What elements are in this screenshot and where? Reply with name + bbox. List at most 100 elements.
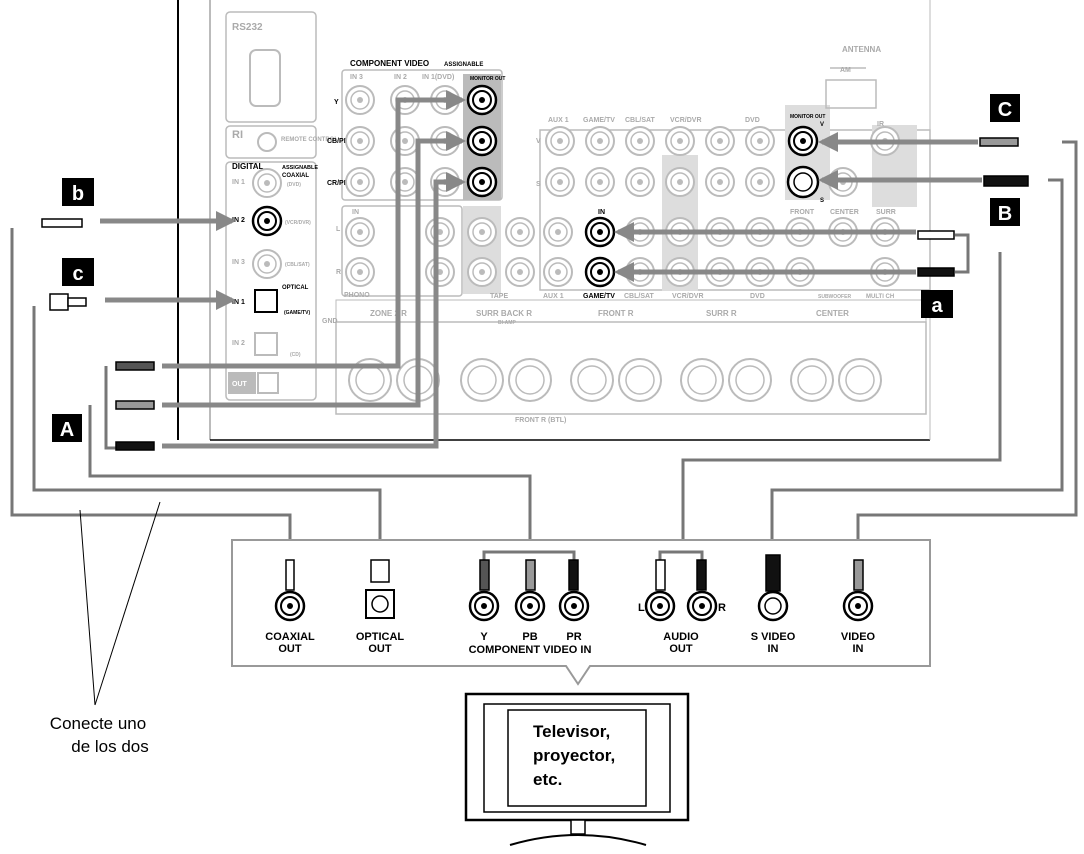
svg-text:ASSIGNABLE: ASSIGNABLE [282, 165, 318, 171]
svg-text:IN 3: IN 3 [232, 259, 245, 266]
receiver-labels: RS232 RI REMOTE CONTROL DIGITAL ASSIGNAB… [232, 22, 896, 424]
svg-text:SURR: SURR [876, 209, 896, 216]
svg-text:AM: AM [840, 67, 851, 74]
svg-text:B: B [998, 203, 1012, 225]
svg-text:(GAME/TV): (GAME/TV) [284, 310, 310, 316]
svg-text:COMPONENT VIDEO: COMPONENT VIDEO [350, 59, 429, 68]
svg-text:DVD: DVD [745, 117, 760, 124]
svg-text:IN: IN [853, 643, 864, 655]
svg-text:IR: IR [877, 121, 884, 128]
svg-text:AUX 1: AUX 1 [543, 293, 564, 300]
svg-text:ANTENNA: ANTENNA [842, 45, 881, 54]
svg-text:IN 1: IN 1 [232, 299, 245, 306]
svg-text:c: c [72, 263, 83, 285]
svg-text:VCR/DVR: VCR/DVR [670, 117, 702, 124]
svg-text:PHONO: PHONO [344, 292, 370, 299]
signal-arrows [100, 90, 982, 449]
svg-text:RS232: RS232 [232, 22, 263, 33]
marker-A: A [52, 414, 82, 442]
svg-text:MULTI CH: MULTI CH [866, 294, 894, 300]
svg-text:PB: PB [522, 631, 537, 643]
svg-text:b: b [72, 183, 84, 205]
svg-text:OUT: OUT [232, 381, 248, 388]
tv-connection-panel: COAXIAL OUT OPTICAL OUT Y PB PR COMPONEN… [231, 539, 931, 686]
svg-text:FRONT: FRONT [790, 209, 815, 216]
svg-text:COAXIAL: COAXIAL [282, 173, 309, 179]
cable-plugs [41, 137, 1029, 451]
svg-text:DIGITAL: DIGITAL [232, 162, 264, 171]
svg-text:PR: PR [566, 631, 581, 643]
svg-text:OPTICAL: OPTICAL [356, 631, 405, 643]
svg-text:OUT: OUT [278, 643, 302, 655]
svg-text:Conecte uno: Conecte uno [50, 714, 146, 733]
svg-text:REMOTE CONTROL: REMOTE CONTROL [281, 137, 338, 143]
svg-text:CENTER: CENTER [816, 309, 849, 318]
svg-text:IN: IN [352, 209, 359, 216]
svg-text:IN 2: IN 2 [232, 340, 245, 347]
svg-text:Televisor,: Televisor, [533, 722, 610, 741]
svg-text:VCR/DVR: VCR/DVR [672, 293, 704, 300]
note-text: Conecte uno de los dos [50, 714, 149, 756]
svg-text:R: R [336, 269, 341, 276]
svg-text:BI-AMP: BI-AMP [498, 320, 516, 326]
svg-text:de los dos: de los dos [71, 737, 149, 756]
cables [10, 140, 1078, 560]
svg-text:CBL/SAT: CBL/SAT [625, 117, 656, 124]
svg-text:a: a [931, 295, 943, 317]
svg-text:(DVD): (DVD) [287, 182, 301, 188]
svg-text:Y: Y [334, 99, 339, 106]
svg-text:CB/PB: CB/PB [327, 138, 349, 145]
svg-text:IN 3: IN 3 [350, 74, 363, 81]
svg-text:C: C [998, 99, 1012, 121]
svg-text:IN: IN [768, 643, 779, 655]
svg-text:DVD: DVD [750, 293, 765, 300]
svg-text:CR/PR: CR/PR [327, 180, 349, 187]
svg-text:SUBWOOFER: SUBWOOFER [818, 294, 851, 300]
svg-text:MONITOR OUT: MONITOR OUT [470, 76, 505, 82]
svg-text:GAME/TV: GAME/TV [583, 293, 615, 300]
svg-text:V: V [536, 138, 541, 145]
svg-text:S: S [820, 198, 824, 204]
svg-text:OUT: OUT [368, 643, 392, 655]
svg-text:L: L [336, 226, 341, 233]
svg-text:etc.: etc. [533, 770, 562, 789]
svg-text:IN 1(DVD): IN 1(DVD) [422, 74, 454, 81]
svg-text:IN 2: IN 2 [394, 74, 407, 81]
svg-text:AUDIO: AUDIO [663, 631, 699, 643]
svg-text:V: V [820, 122, 824, 128]
svg-text:A: A [60, 419, 74, 441]
svg-text:GAME/TV: GAME/TV [583, 117, 615, 124]
svg-text:MONITOR OUT: MONITOR OUT [790, 114, 825, 120]
svg-text:RI: RI [232, 129, 243, 141]
svg-text:GND: GND [322, 318, 338, 325]
svg-text:CENTER: CENTER [830, 209, 859, 216]
marker-a: a [921, 290, 953, 318]
svg-text:CBL/SAT: CBL/SAT [624, 293, 655, 300]
svg-text:AUX 1: AUX 1 [548, 117, 569, 124]
svg-text:VIDEO: VIDEO [841, 631, 876, 643]
svg-text:S VIDEO: S VIDEO [751, 631, 796, 643]
marker-B: B [990, 198, 1020, 226]
svg-text:COAXIAL: COAXIAL [265, 631, 315, 643]
svg-text:OPTICAL: OPTICAL [282, 285, 309, 291]
svg-text:SURR BACK R: SURR BACK R [476, 309, 532, 318]
svg-text:L: L [638, 602, 645, 614]
receiver-jacks [251, 84, 900, 402]
svg-text:COMPONENT VIDEO IN: COMPONENT VIDEO IN [469, 644, 592, 656]
svg-text:FRONT R: FRONT R [598, 309, 634, 318]
svg-text:TAPE: TAPE [490, 293, 508, 300]
marker-C: C [990, 94, 1020, 122]
svg-text:OUT: OUT [669, 643, 693, 655]
marker-c: c [62, 258, 94, 286]
svg-text:IN 2: IN 2 [232, 217, 245, 224]
tv-icon: Televisor, proyector, etc. [464, 692, 690, 846]
svg-text:S: S [536, 181, 541, 188]
svg-text:(VCR/DVR): (VCR/DVR) [285, 220, 311, 226]
svg-text:(CD): (CD) [290, 352, 301, 358]
svg-text:ASSIGNABLE: ASSIGNABLE [444, 62, 483, 68]
svg-text:(CBL/SAT): (CBL/SAT) [285, 262, 310, 268]
svg-text:proyector,: proyector, [533, 746, 615, 765]
svg-text:FRONT R (BTL): FRONT R (BTL) [515, 417, 566, 424]
marker-b: b [62, 178, 94, 206]
